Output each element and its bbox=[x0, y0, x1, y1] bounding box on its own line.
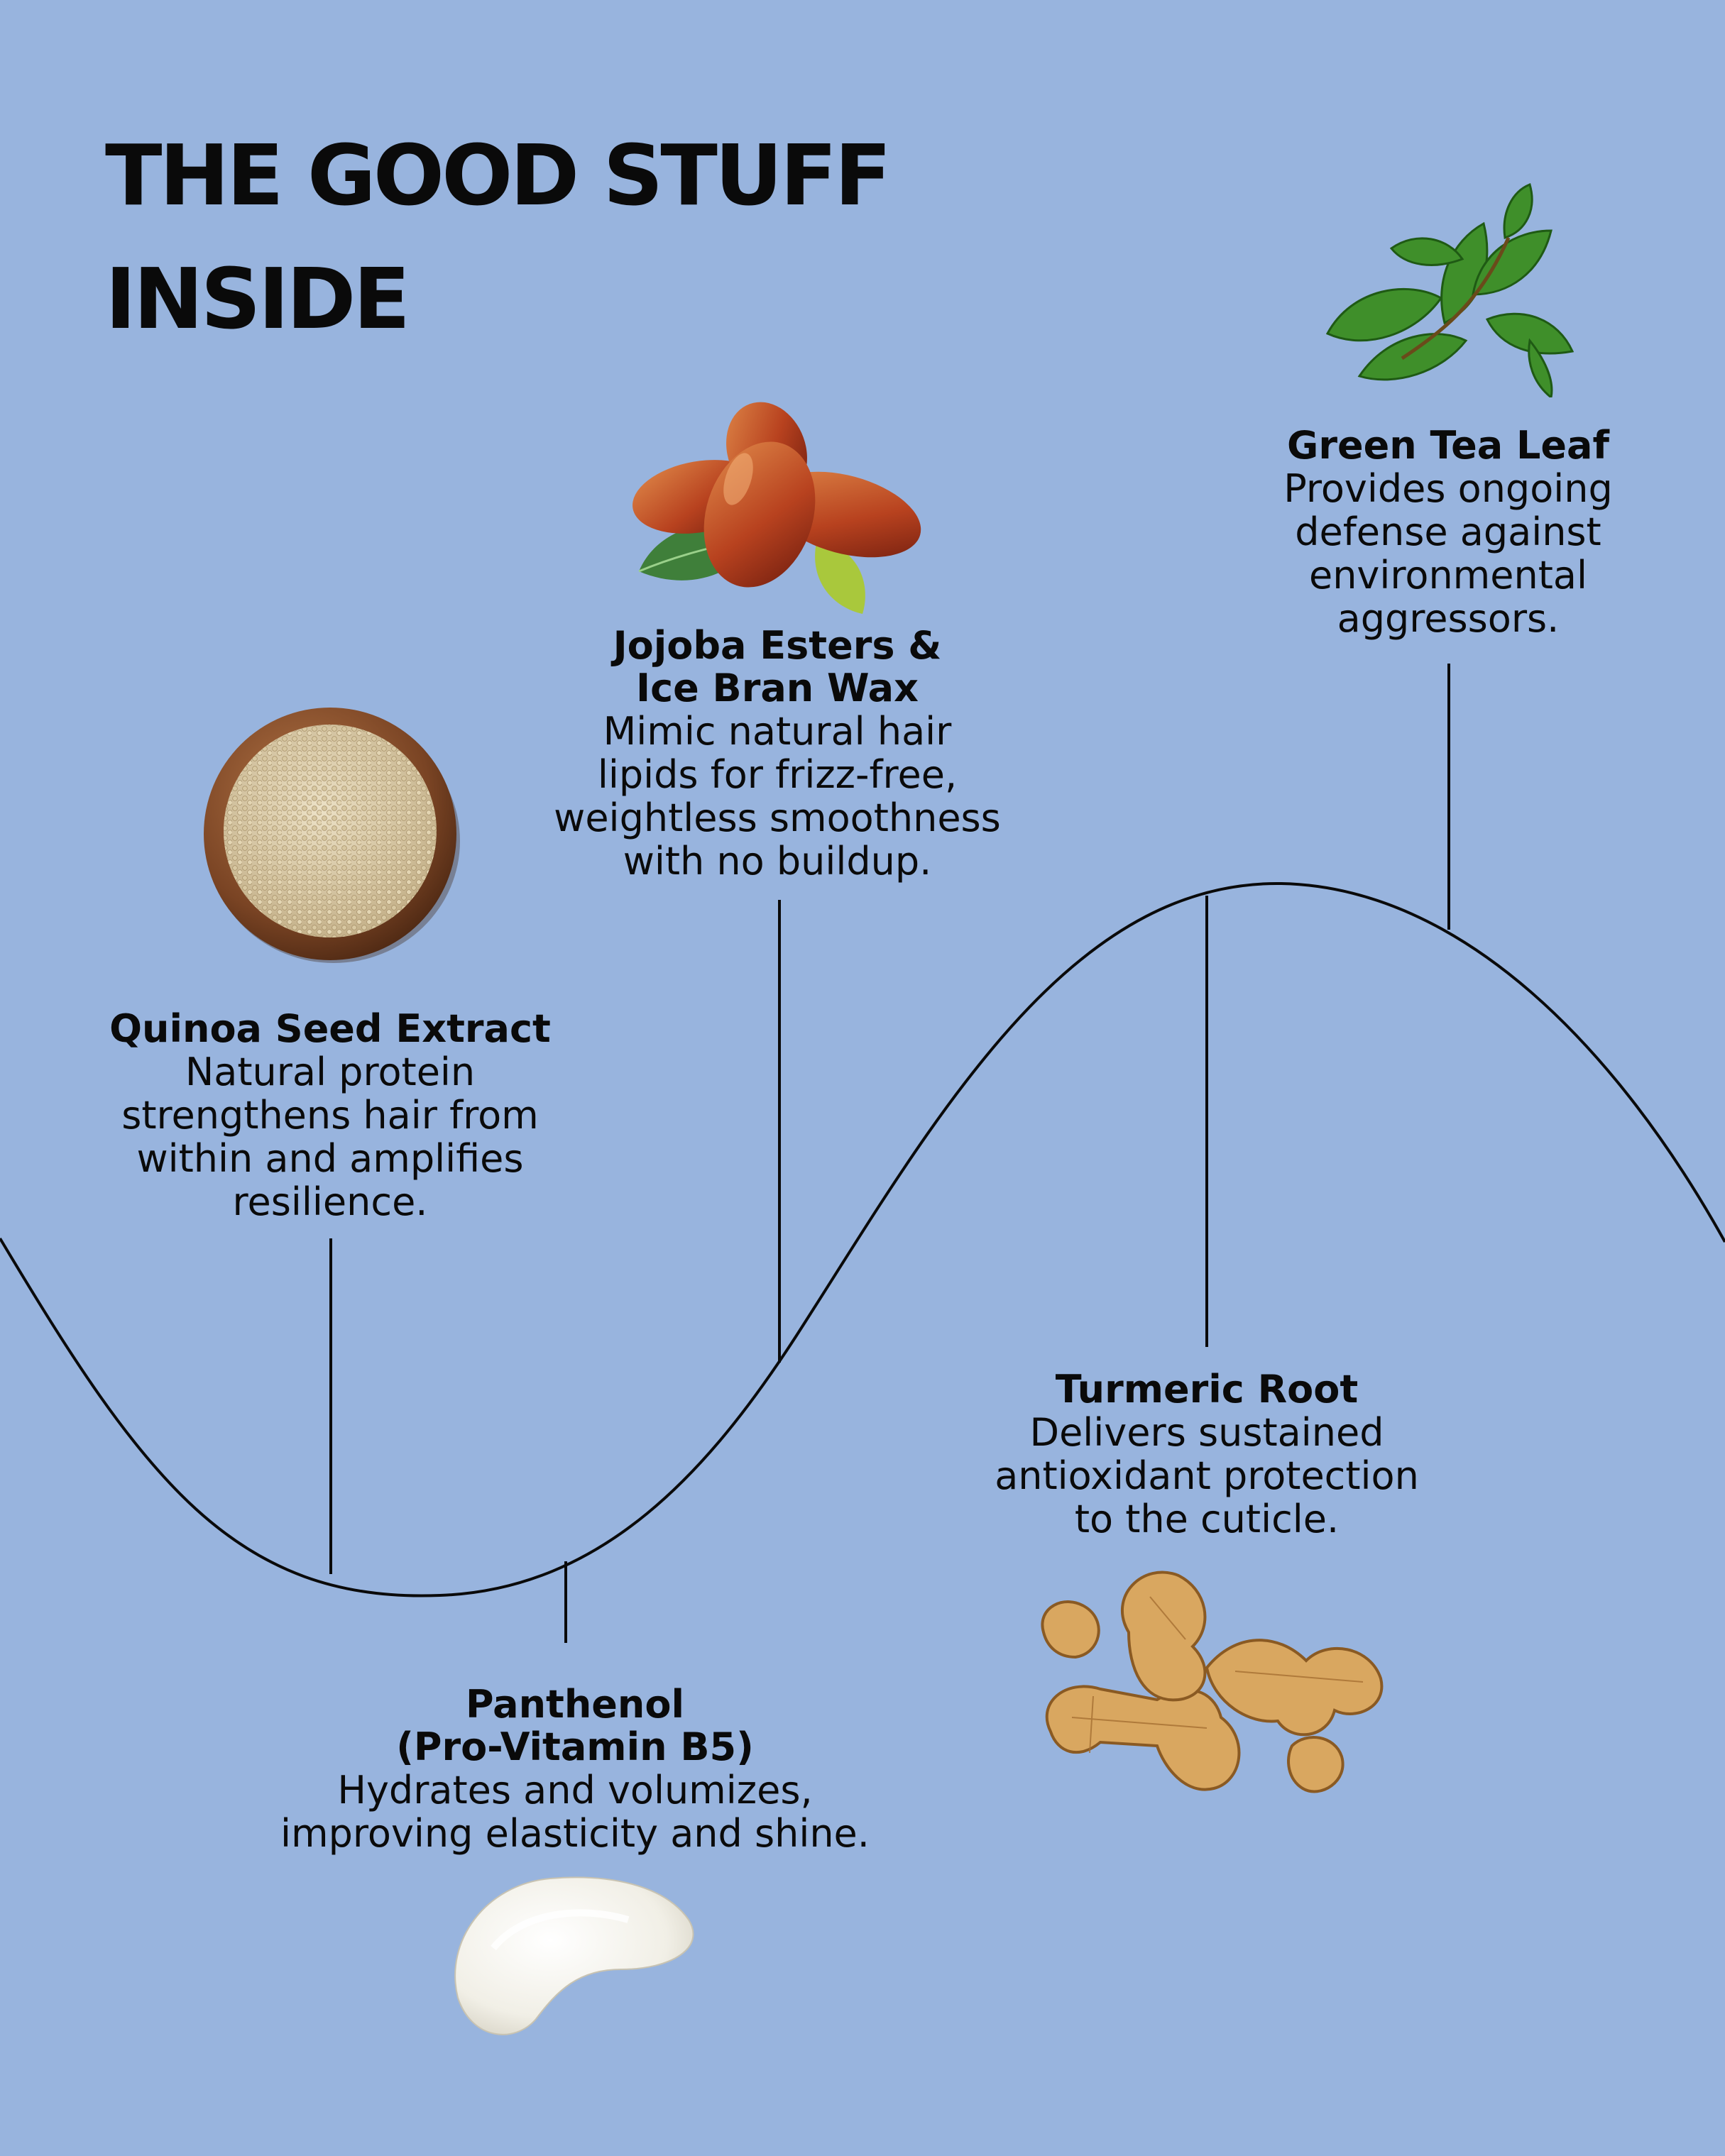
ingredient-name: Turmeric Root bbox=[1055, 1367, 1359, 1412]
ingredient-turmeric: Turmeric Root Delivers sustained antioxi… bbox=[937, 1368, 1477, 1541]
ingredient-name: Panthenol (Pro-Vitamin B5) bbox=[396, 1682, 754, 1769]
ingredient-name: Green Tea Leaf bbox=[1287, 423, 1609, 468]
ingredient-description: Hydrates and volumizes, improving elasti… bbox=[280, 1768, 870, 1856]
ingredient-quinoa: Quinoa Seed Extract Natural protein stre… bbox=[57, 1006, 603, 1224]
ingredient-description: Delivers sustained antioxidant protectio… bbox=[995, 1410, 1419, 1541]
page-title-line-2: INSIDE bbox=[105, 250, 410, 348]
ingredient-name: Quinoa Seed Extract bbox=[109, 1006, 551, 1051]
turmeric-root-image bbox=[1041, 1571, 1384, 1793]
ingredient-name: Jojoba Esters & Ice Bran Wax bbox=[613, 623, 942, 710]
ingredient-panthenol: Panthenol (Pro-Vitamin B5) Hydrates and … bbox=[206, 1682, 944, 1856]
page-title: THE GOOD STUFF INSIDE bbox=[105, 114, 1028, 361]
ingredient-description: Mimic natural hair lipids for frizz-free… bbox=[554, 709, 1001, 884]
wave-line bbox=[0, 881, 1725, 1597]
ingredient-green-tea: Green Tea Leaf Provides ongoing defense … bbox=[1178, 423, 1718, 641]
green-tea-leaf-image bbox=[1325, 182, 1575, 397]
page-title-line-1: THE GOOD STUFF bbox=[105, 126, 892, 224]
jojoba-fruit-image bbox=[632, 402, 921, 614]
ingredient-jojoba: Jojoba Esters & Ice Bran Wax Mimic natur… bbox=[497, 623, 1058, 884]
cream-swatch-image bbox=[454, 1876, 694, 2035]
ingredient-description: Natural protein strengthens hair from wi… bbox=[121, 1050, 539, 1224]
quinoa-bowl-image bbox=[204, 708, 460, 963]
ingredient-description: Provides ongoing defense against environ… bbox=[1283, 466, 1613, 641]
